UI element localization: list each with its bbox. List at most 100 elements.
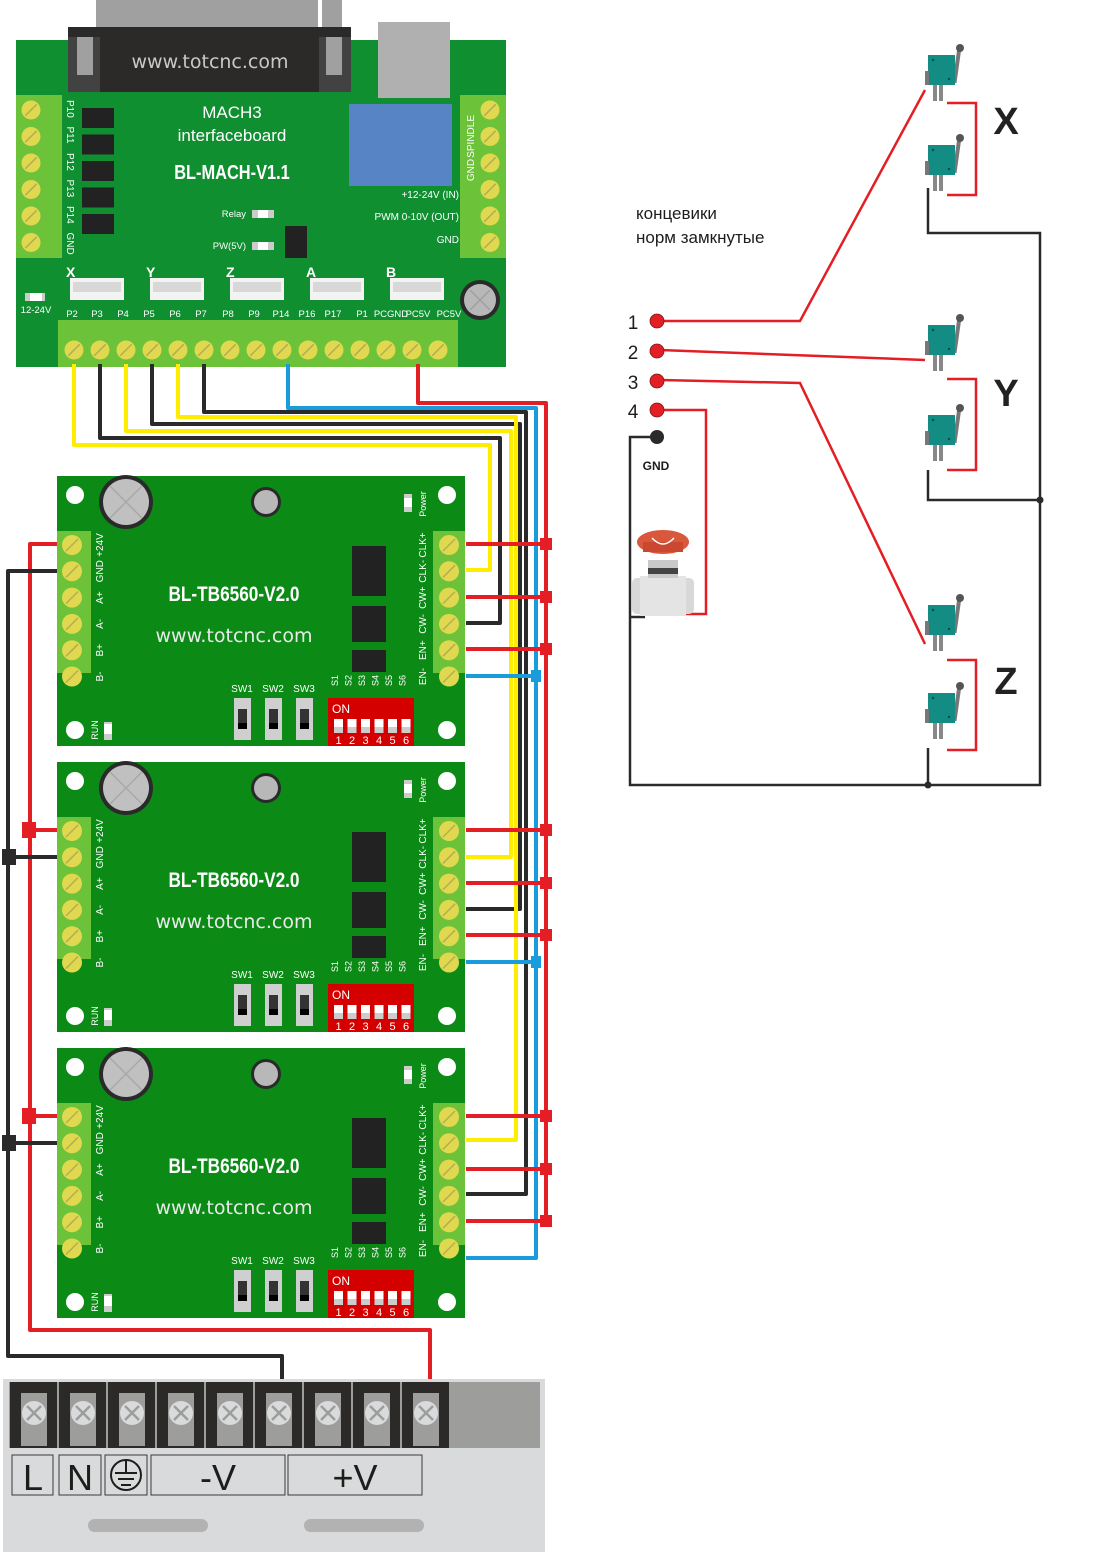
driver-right-screw-icon (439, 847, 459, 868)
driver-right-screw-icon (439, 1133, 459, 1154)
bottom-pin-label: PCGND (374, 309, 408, 320)
driver-right-screw-icon (439, 1107, 459, 1127)
dip-number: 4 (376, 735, 382, 747)
bottom-pin-label: P3 (91, 309, 103, 320)
wire-bundle (2, 364, 552, 1384)
driver-right-pin-label: EN- (418, 954, 429, 971)
psu-label-n: N (67, 1457, 93, 1498)
dip-label: S3 (357, 675, 367, 686)
optocoupler-chip (82, 187, 114, 208)
left-terminal-screw-icon (21, 206, 41, 226)
driver-left-pin-label: B- (95, 672, 106, 682)
bottom-pin-label: P14 (273, 309, 290, 320)
bottom-pin-label: P16 (299, 309, 316, 320)
driver-url: www.totcnc.com (156, 1197, 313, 1219)
bottom-pin-label: P17 (325, 309, 342, 320)
dip-label: S6 (398, 1247, 408, 1258)
driver-left-screw-icon (62, 1133, 82, 1154)
right-terminal-screw-icon (480, 100, 500, 120)
bottom-pin-label: P6 (169, 309, 181, 320)
dip-number: 2 (349, 1307, 355, 1319)
dip-label: S5 (384, 675, 394, 686)
bottom-terminal-screw-icon (116, 340, 136, 360)
limit-input-number: 3 (628, 373, 639, 394)
psu-terminal-screw (157, 1382, 204, 1448)
switch-label: SW1 (231, 1256, 253, 1267)
driver-right-pin-label: CLK+ (418, 1104, 429, 1129)
driver-right-screw-icon (439, 666, 459, 687)
driver-right-screw-icon (439, 587, 459, 608)
limit-caption-line2: норм замкнутые (636, 228, 764, 247)
driver-chip (352, 936, 386, 958)
dip-number: 6 (403, 735, 409, 747)
driver-left-pin-label: GND (95, 1132, 106, 1154)
mount-hole-icon (66, 1007, 84, 1025)
dip-number: 5 (389, 1021, 395, 1033)
switch-label: SW3 (293, 684, 315, 695)
dip-number: 3 (362, 1021, 368, 1033)
psu-terminal-screw (10, 1382, 57, 1448)
limit-caption-line1: концевики (636, 204, 717, 223)
optocoupler-chip (82, 134, 114, 155)
bottom-terminal-screw-icon (298, 340, 318, 360)
bottom-terminal-screw-icon (142, 340, 162, 360)
bottom-pin-label: PC5V (406, 309, 431, 320)
driver-left-pin-label: +24V (95, 533, 106, 557)
bottom-terminal-screw-icon (168, 340, 188, 360)
switch-label: SW3 (293, 970, 315, 981)
gnd-label: GND (643, 459, 670, 473)
switch-label: SW3 (293, 1256, 315, 1267)
dip-number: 1 (335, 1021, 341, 1033)
driver-left-screw-icon (62, 587, 82, 608)
driver-left-pin-label: B+ (95, 644, 106, 657)
driver-right-screw-icon (439, 1238, 459, 1259)
wire-power-pos (28, 542, 432, 1384)
stepper-driver-2: Power+24VGNDA+A-B+B-CLK+CLK-CW+CW-EN+EN-… (57, 761, 465, 1033)
driver-left-pin-label: A+ (95, 877, 106, 890)
dip-number: 4 (376, 1307, 382, 1319)
dip-number: 3 (362, 1307, 368, 1319)
connector-url: www.totcnc.com (132, 51, 289, 73)
dip-number: 3 (362, 735, 368, 747)
run-label: RUN (90, 1006, 100, 1026)
driver-left-screw-icon (62, 899, 82, 920)
limit-input-terminal (649, 313, 665, 329)
pw-label: PW(5V) (213, 241, 246, 252)
dip-label: S1 (330, 961, 340, 972)
optocoupler-chip (82, 108, 114, 128)
dip-number: 4 (376, 1021, 382, 1033)
psu-terminal-screw (255, 1382, 302, 1448)
mount-hole-icon (438, 772, 456, 790)
optocoupler-chip (82, 161, 114, 181)
left-terminal-label: GND (64, 233, 75, 255)
left-terminal-screw-icon (21, 100, 41, 120)
driver-right-pin-label: EN+ (418, 1212, 429, 1232)
driver-left-screw-icon (62, 613, 82, 634)
dip-label: S2 (344, 961, 354, 972)
driver-right-pin-label: CW- (418, 900, 429, 920)
switch-label: SW2 (262, 970, 284, 981)
driver-chip (352, 892, 386, 928)
axis-header-label: B (386, 264, 396, 280)
driver-model: BL-TB6560-V2.0 (168, 870, 299, 893)
driver-left-pin-label: A- (95, 1191, 106, 1201)
left-terminal-label: P14 (64, 206, 75, 224)
dip-number: 5 (389, 1307, 395, 1319)
driver-left-screw-icon (62, 873, 82, 894)
bottom-terminal-screw-icon (64, 340, 84, 360)
run-label: RUN (90, 720, 100, 740)
dip-label: S3 (357, 1247, 367, 1258)
left-terminal-screw-icon (21, 180, 41, 199)
driver-left-pin-label: A- (95, 619, 106, 629)
bottom-pin-label: P4 (117, 309, 129, 320)
driver-chip (352, 832, 386, 882)
driver-left-screw-icon (62, 926, 82, 947)
left-terminal-label: P11 (64, 127, 75, 144)
driver-chip (352, 546, 386, 596)
left-terminal-label: P10 (64, 100, 75, 118)
microswitch-icon (925, 404, 964, 461)
bottom-pin-label: PC5V (437, 309, 462, 320)
driver-right-pin-label: EN+ (418, 640, 429, 660)
dip-label: S2 (344, 675, 354, 686)
